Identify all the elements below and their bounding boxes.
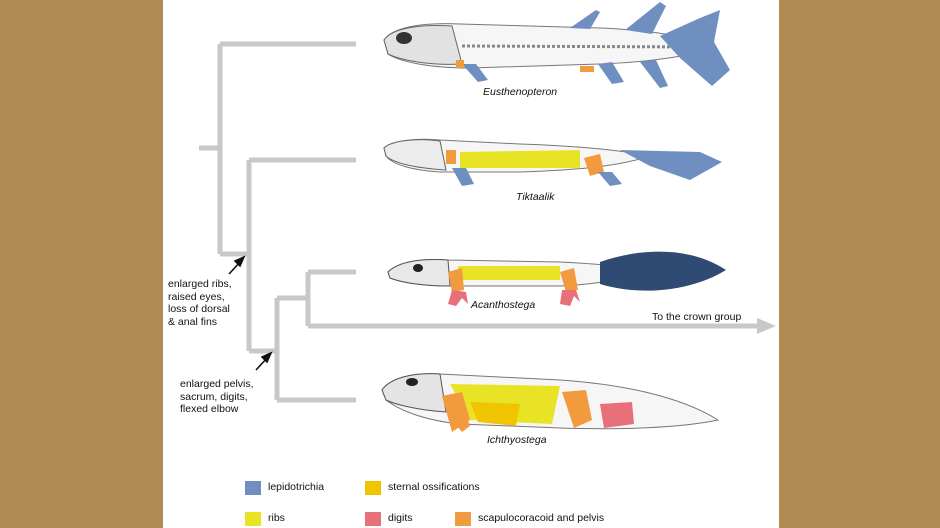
tiktaalik-pelvis (584, 154, 604, 176)
crown-arrowhead (757, 318, 776, 334)
eusthenopteron-head (383, 25, 463, 65)
acanthostega-head (387, 259, 451, 287)
legend-label-sternal-ossifications: sternal ossifications (388, 481, 480, 493)
taxon-label-tiktaalik: Tiktaalik (516, 191, 555, 203)
crown-group-label: To the crown group (652, 311, 742, 323)
tiktaalik-ribs (460, 150, 580, 168)
acanthostega-hind-digits (560, 290, 580, 306)
acanthostega-pelvis (560, 268, 578, 292)
legend-label-scapulocoracoid-and-pelvis: scapulocoracoid and pelvis (478, 512, 605, 524)
acanthostega-front-digits (448, 290, 468, 306)
legend-label-ribs: ribs (268, 512, 285, 524)
eusthenopteron-pectoral-fin (462, 64, 488, 82)
eusthenopteron-dorsal-fin-1 (570, 10, 600, 29)
annotation-arrows (228, 255, 273, 371)
ichthyostega-sternal (470, 402, 520, 426)
eusthenopteron-illustration (383, 2, 730, 88)
ichthyostega-hind-digits (600, 402, 634, 428)
eusthenopteron-pelvic-fin (598, 62, 624, 84)
tiktaalik-head (383, 139, 447, 171)
eusthenopteron-shoulder (456, 60, 464, 68)
tiktaalik-pelvic-fin (598, 172, 622, 186)
legend-swatch-digits (365, 512, 381, 526)
legend-label-digits: digits (388, 512, 413, 524)
tiktaalik-caudal-fin (620, 150, 722, 180)
legend-swatch-sternal-ossifications (365, 481, 381, 495)
legend-label-lepidotrichia: lepidotrichia (268, 481, 325, 493)
legend-swatch-lepidotrichia (245, 481, 261, 495)
eusthenopteron-dorsal-fin-2 (625, 2, 666, 34)
acanthostega-ribs (458, 266, 560, 280)
taxon-label-eusthenopteron: Eusthenopteron (483, 86, 558, 98)
ichthyostega-front-limb (452, 416, 470, 432)
arrow-2-head (260, 351, 273, 364)
ichthyostega-head (381, 373, 447, 413)
annotation-node-1: enlarged ribs, raised eyes, loss of dors… (168, 278, 232, 328)
eusthenopteron-caudal-fin (660, 10, 730, 86)
eusthenopteron-eye (396, 32, 412, 44)
eusthenopteron-anal-fin (640, 60, 668, 88)
tiktaalik-shoulder (446, 150, 456, 164)
ichthyostega-pelvis (562, 390, 592, 428)
annotation-node-2: enlarged pelvis, sacrum, digits, flexed … (180, 378, 254, 415)
legend-swatch-scapulocoracoid-and-pelvis (455, 512, 471, 526)
tiktaalik-pectoral-fin (452, 168, 474, 186)
tiktaalik-illustration (383, 138, 722, 186)
ichthyostega-illustration (381, 373, 720, 432)
acanthostega-eye (413, 264, 423, 272)
taxon-label-acanthostega: Acanthostega (471, 299, 536, 311)
acanthostega-shoulder (448, 268, 464, 292)
acanthostega-illustration (387, 251, 726, 306)
cladogram-tree (199, 41, 760, 403)
arrow-1-head (233, 255, 246, 268)
eusthenopteron-spine (461, 44, 706, 49)
acanthostega-tail-fin (600, 251, 726, 291)
ichthyostega-eye (406, 378, 418, 386)
legend-swatch-ribs (245, 512, 261, 526)
taxon-label-ichthyostega: Ichthyostega (487, 434, 547, 446)
eusthenopteron-pelvis (580, 66, 594, 72)
